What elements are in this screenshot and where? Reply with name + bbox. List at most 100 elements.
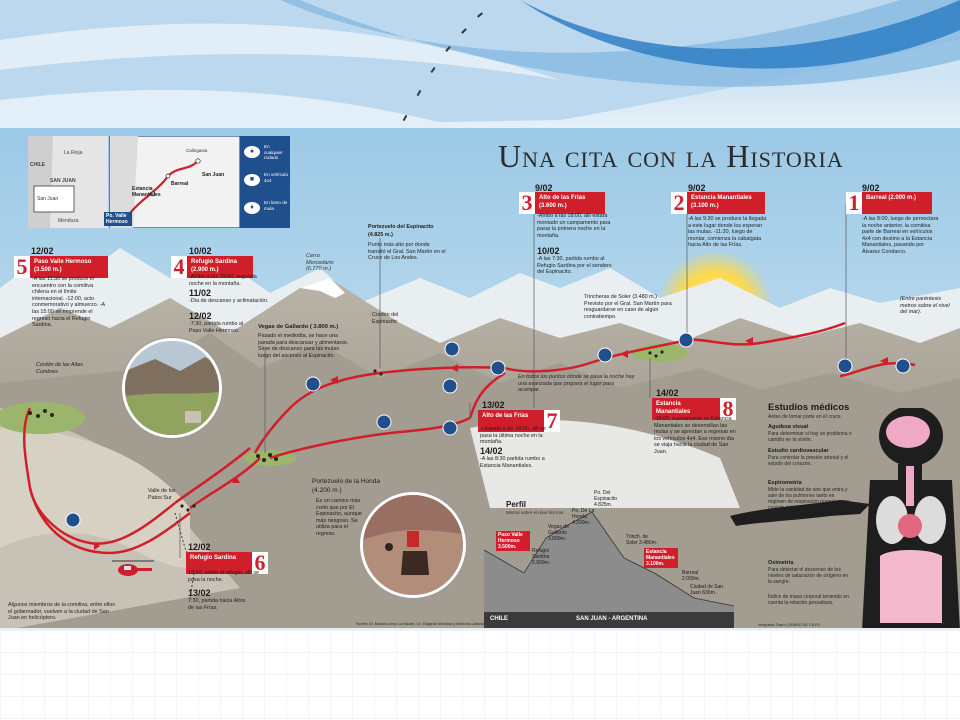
slide-footer-decoration <box>0 628 960 720</box>
infographic-image: Una cita con la Historia CHILE La Rioja … <box>0 128 960 631</box>
footer-grid-pattern <box>0 630 960 720</box>
step-3-tag: 3 Alto de las Frías (3.600 m.) <box>519 192 605 214</box>
anatomy-figure-graphic <box>730 408 960 631</box>
profile-point-refugio-sardina: Refugio Sardina 2.900m. <box>532 548 551 566</box>
extra-text-1402: -A las 8:30 partida rumbo a Estancia Man… <box>480 456 545 469</box>
extra-text-1002: -A las 7:30, partida rumbo al Refugio Sa… <box>537 256 612 276</box>
step-4-date: 10/02 <box>189 246 212 256</box>
vegas-gallardo-photo <box>122 338 222 438</box>
step-4-number: 4 <box>171 256 187 278</box>
step-2-number: 2 <box>671 192 687 214</box>
honda-text: Es un camino más corto que por El Espina… <box>316 498 362 537</box>
photo-landscape-graphic <box>125 341 219 435</box>
extra-date-1002: 10/02 <box>537 246 560 256</box>
cordon-altas-cumbres-label: Cordón de las Altas Cumbres <box>36 362 83 375</box>
altitude-note: (Entre paréntesis metros sobre el nivel … <box>900 296 950 316</box>
legend-car-label: En cualquier rodado <box>264 144 283 161</box>
medical-item-5-text: Índice de masa corporal teniendo en cuen… <box>768 594 849 606</box>
gallardo-title: Vegas de Gallardo ( 3.800 m.) <box>258 324 339 330</box>
extra-date-1102: 11/02 <box>189 288 212 298</box>
profile-graphic <box>483 511 735 628</box>
extra-text-1302: 7:30, partida hacia Altos de las Frías. <box>188 598 246 611</box>
profile-subtitle: Metros sobre el nivel del mar. <box>506 510 565 515</box>
mountain-landscape-graphic <box>0 128 960 631</box>
step-1-number: 1 <box>846 192 862 214</box>
step-1-text: -A las 8:00, luego de pernoctara la noch… <box>862 216 939 255</box>
elevation-profile: Perfil Metros sobre el nivel del mar. Pa… <box>483 490 735 628</box>
medical-intro: Antes de tomar parte en el cruce. <box>768 414 842 420</box>
espinacito-title: Portezuelo del Espinacito <box>368 224 434 230</box>
truck-icon: ■ <box>244 174 260 186</box>
extra-date-1402: 14/02 <box>480 446 503 456</box>
step-2-label: Estancia Manantiales (3.100 m.) <box>687 192 765 214</box>
extra-date-1202: 12/02 <box>189 311 212 321</box>
step-4-text: -Arribo a las 19:00, segunda noche en la… <box>189 274 257 287</box>
camp-note: En todos los puntos dónde se pasa la noc… <box>518 374 635 394</box>
legend-mule-label: En lomo de mula <box>264 200 288 211</box>
step-8-number: 8 <box>720 398 736 420</box>
honda-altitude: (4.200 m.) <box>312 487 342 494</box>
step-5-tag: 5 Paso Valle Hermoso (3.500 m.) <box>14 256 108 278</box>
profile-title: Perfil <box>506 500 527 509</box>
helicopter-note: Algunos miembros de la comitiva, entre e… <box>8 602 115 622</box>
mercedario-label: Cerro Mercedario (6.770 m.) <box>306 253 334 272</box>
legend-truck: ■ En vehículo 4x4 <box>242 170 288 192</box>
map-label-estancia: Estancia Manantiales <box>132 186 161 198</box>
step-6-tag: 6 Refugio Sardina <box>186 552 268 574</box>
medical-item-4-head: Oximetría <box>768 560 794 566</box>
cordon-espinacito-label: Cordón del Espinacito <box>372 312 399 325</box>
step-8-date: 14/02 <box>656 388 679 398</box>
step-7-number: 7 <box>544 410 560 432</box>
profile-point-valle-hermoso: Paso Valle Hermoso 3.500m. <box>496 531 530 551</box>
step-3-number: 3 <box>519 192 535 214</box>
profile-point-trincheras: Trinch. de Soler 3.480m. <box>626 534 658 546</box>
step-8-label: Estancia Manantiales <box>652 398 720 420</box>
infographic-title: Una cita con la Historia <box>498 138 844 174</box>
profile-point-espinacito: Po. Del Espinacito 4.825m. <box>594 490 618 508</box>
step-5-label: Paso Valle Hermoso (3.500 m.) <box>30 256 108 278</box>
extra-text-1202: -7:30, partida rumbo al Paso Valle Hermo… <box>189 321 244 334</box>
map-label-san-juan-route: San Juan <box>202 172 225 178</box>
step-7-tag: 7 Alto de las Frías <box>478 410 560 432</box>
map-label-la-rioja: La Rioja <box>64 150 83 156</box>
car-icon: ● <box>244 146 260 158</box>
map-label-chile: CHILE <box>30 162 45 168</box>
step-2-text: -A las 9:30 se produce la llegada a este… <box>688 216 767 249</box>
slide-header-decoration <box>0 0 960 130</box>
credit-note: Infografía: Darío | DIARIO DE CUYO <box>758 623 820 627</box>
extra-text-1102: -Día de descanso y aclimatación. <box>189 298 269 304</box>
trincheras-note: Trincheras de Soler (3.480 m.) Previsto … <box>584 294 672 320</box>
map-label-barreal: Barreal <box>171 181 189 187</box>
slide-swoosh-graphic <box>0 0 960 130</box>
map-label-mendoza: Mendoza <box>58 218 79 224</box>
step-1-label: Barreal (2.000 m.) <box>862 192 932 214</box>
step-6-number: 6 <box>252 552 268 574</box>
step-5-date: 12/02 <box>31 246 54 256</box>
profile-right-label: SAN JUAN - ARGENTINA <box>576 616 648 622</box>
map-label-calingasta: Calingasta <box>186 148 208 153</box>
honda-title: Portezuelo de la Honda <box>312 478 380 485</box>
profile-point-manantiales: Estancia Manantiales 3.100m. <box>644 548 678 568</box>
honda-photo <box>360 492 466 598</box>
map-label-san-juan-city: San Juan <box>37 196 59 202</box>
step-5-text: -A las 11:30 se produce el encuentro con… <box>32 276 105 329</box>
step-7-label: Alto de las Frías <box>478 410 544 432</box>
medical-item-1-text: Para determinar si hay un problema o cam… <box>768 431 852 443</box>
map-label-san-juan-province: SAN JUAN <box>50 178 76 184</box>
legend-truck-label: En vehículo 4x4 <box>264 172 289 183</box>
step-3-label: Alto de las Frías (3.600 m.) <box>535 192 605 214</box>
medical-item-2-text: Para controlar la presión arterial y el … <box>768 455 849 467</box>
medical-item-3-head: Espirometría <box>768 480 802 486</box>
source-note: Fuente: Dr. Marcelo Lima, La Nación, Lic… <box>356 622 485 626</box>
step-3-date: 9/02 <box>535 183 553 193</box>
step-6-label: Refugio Sardina <box>186 552 252 574</box>
step-7-text: -Llegada a las 18:00, allí se pasa la úl… <box>480 426 546 446</box>
step-2-date: 9/02 <box>688 183 706 193</box>
profile-point-san-juan: Ciudad de San Juan 630m. <box>690 584 724 596</box>
step-3-text: -Arribo a las 18:00, allí estará montado… <box>537 213 611 239</box>
step-4-tag: 4 Refugio Sardina (2.900 m.) <box>171 256 253 278</box>
mule-icon: ♦ <box>244 202 260 214</box>
espinacito-text: Punto más alto por donde transitó el Gra… <box>368 242 446 262</box>
medical-item-4-text: Para detectar el descenso de los niveles… <box>768 567 849 585</box>
medical-item-2-head: Estudio cardiovascular <box>768 448 829 454</box>
